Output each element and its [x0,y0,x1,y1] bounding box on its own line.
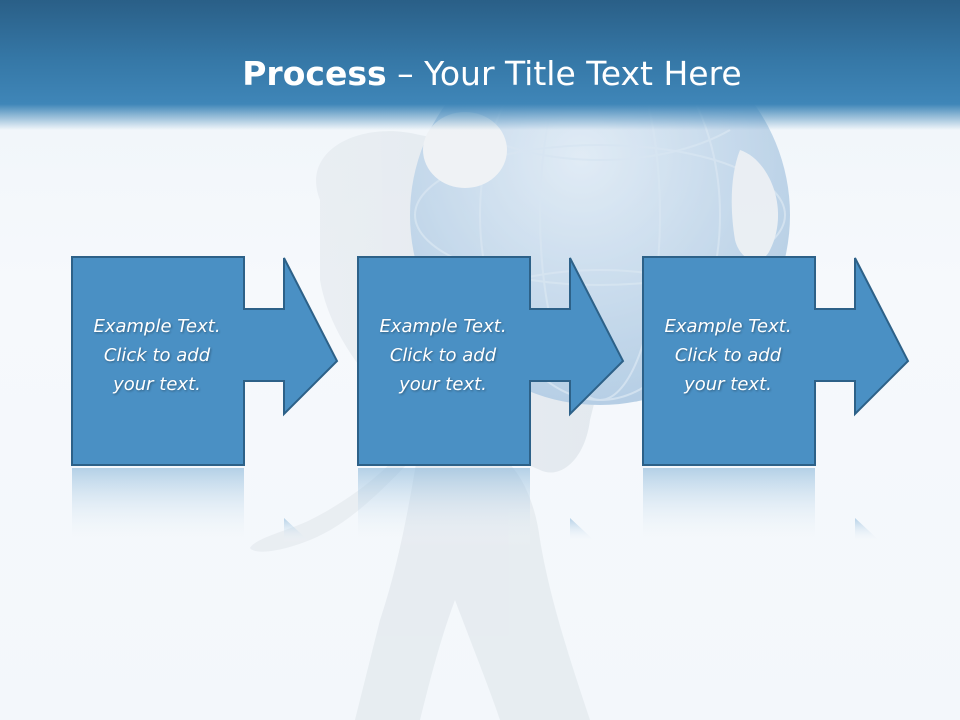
step-text-line-2: Click to add [103,345,211,366]
arrow-box-shape [357,256,625,466]
step-text-line-1: Example Text. [93,316,221,337]
arrow-box-shape [642,256,910,466]
title-rest: – Your Title Text Here [386,54,742,93]
slide-title[interactable]: Process – Your Title Text Here [0,52,960,96]
arrow-box-shape [71,256,339,466]
step-text-line-3: your text. [684,374,772,395]
process-step-1[interactable]: Example Text. Click to add your text. [71,256,341,466]
step-text-line-2: Click to add [674,345,782,366]
step-text-line-3: your text. [113,374,201,395]
step-3-reflection [643,468,882,548]
step-1-reflection [72,468,311,548]
title-bold: Process [242,54,387,93]
step-text-line-1: Example Text. [379,316,507,337]
step-text[interactable]: Example Text. Click to add your text. [357,312,529,399]
step-text-line-1: Example Text. [664,316,792,337]
step-text[interactable]: Example Text. Click to add your text. [642,312,814,399]
step-2-reflection [358,468,597,548]
process-step-2[interactable]: Example Text. Click to add your text. [357,256,627,466]
step-text-line-3: your text. [399,374,487,395]
process-step-3[interactable]: Example Text. Click to add your text. [642,256,912,466]
step-text-line-2: Click to add [389,345,497,366]
title-bar [0,0,960,130]
step-text[interactable]: Example Text. Click to add your text. [71,312,243,399]
